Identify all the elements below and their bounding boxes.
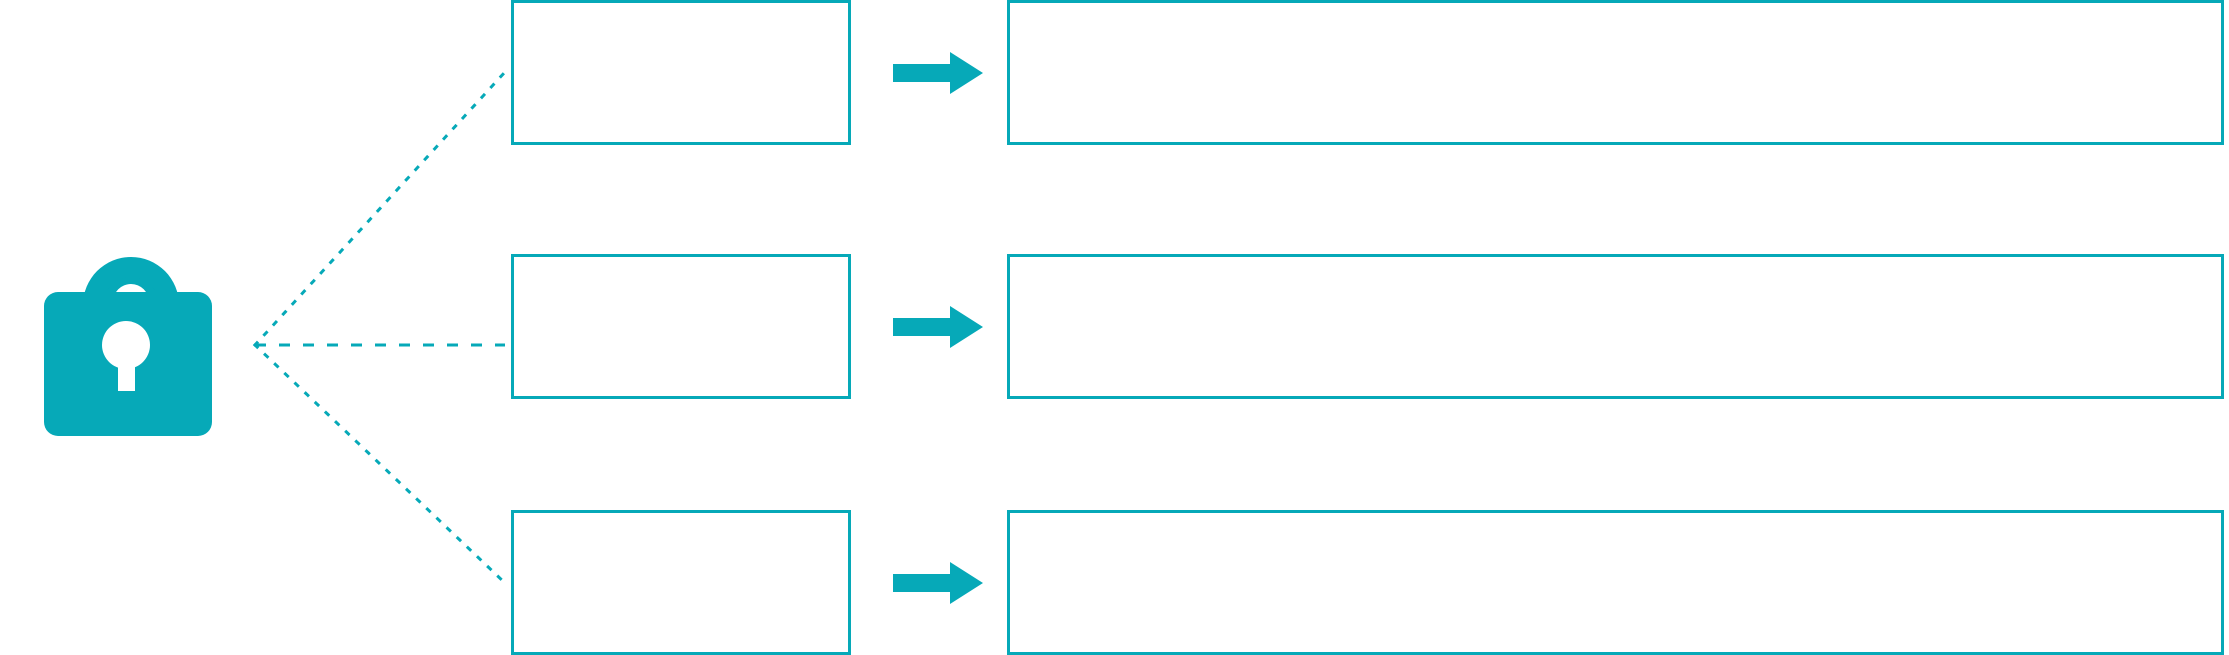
- arrow-right-icon: [893, 562, 983, 604]
- lock-icon: [28, 205, 228, 450]
- right-box[interactable]: [1007, 0, 2224, 145]
- left-box[interactable]: [511, 0, 851, 145]
- right-box[interactable]: [1007, 510, 2224, 655]
- right-box[interactable]: [1007, 254, 2224, 399]
- diagram-row: [0, 0, 2229, 145]
- diagram-row: [0, 254, 2229, 399]
- left-box[interactable]: [511, 254, 851, 399]
- arrow-right-icon: [893, 306, 983, 348]
- left-box[interactable]: [511, 510, 851, 655]
- diagram-row: [0, 510, 2229, 655]
- arrow-right-icon: [893, 52, 983, 94]
